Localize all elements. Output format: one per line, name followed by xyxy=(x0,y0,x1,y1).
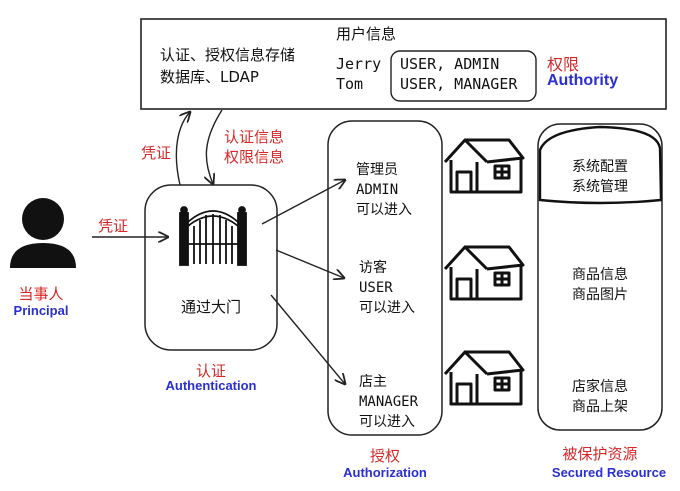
house-icon xyxy=(443,245,525,301)
to-user-arrow xyxy=(275,249,344,278)
role-action: 可以进入 xyxy=(359,414,415,430)
credential-up-arrow xyxy=(175,112,190,186)
authentication-box xyxy=(144,184,278,351)
resource-item-admin: 系统配置 系统管理 xyxy=(538,157,662,197)
resource-line: 系统管理 xyxy=(572,179,628,195)
credential-up-label: 凭证 xyxy=(141,144,172,162)
user-name: Jerry xyxy=(336,55,382,73)
auth-info-down-arrow xyxy=(206,109,223,184)
gate-icon xyxy=(179,206,247,266)
user-role: USER, MANAGER xyxy=(400,75,518,93)
user-roles: USER, ADMIN USER, MANAGER xyxy=(400,54,517,94)
user-role: USER, ADMIN xyxy=(400,55,500,73)
user-name: Tom xyxy=(336,75,364,93)
resource-item-user: 商品信息 商品图片 xyxy=(538,265,662,305)
to-admin-arrow xyxy=(261,180,345,225)
resource-line: 店家信息 xyxy=(572,379,628,395)
role-cn: 店主 xyxy=(359,374,387,390)
house-icon xyxy=(443,138,525,194)
resource-line: 系统配置 xyxy=(572,159,628,175)
person-icon xyxy=(10,198,76,268)
storage-description-line2: 数据库、LDAP xyxy=(160,68,259,86)
resource-item-manager: 店家信息 商品上架 xyxy=(538,377,662,417)
authentication-label-cn: 认证 xyxy=(195,362,226,380)
authorization-entry-manager: 店主 MANAGER 可以进入 xyxy=(359,372,418,432)
user-info-title: 用户信息 xyxy=(336,25,397,43)
resource-label-cn: 被保护资源 xyxy=(562,445,638,463)
resource-line: 商品上架 xyxy=(572,399,628,415)
auth-info-line2: 权限信息 xyxy=(224,148,285,166)
to-manager-arrow xyxy=(270,294,345,384)
authorization-entry-admin: 管理员 ADMIN 可以进入 xyxy=(356,160,412,220)
authorization-label-en: Authorization xyxy=(343,465,427,480)
storage-description-line1: 认证、授权信息存储 xyxy=(160,46,296,64)
authentication-label-en: Authentication xyxy=(165,378,257,393)
principal-label-cn: 当事人 xyxy=(18,285,64,303)
role-action: 可以进入 xyxy=(359,300,415,316)
role-cn: 访客 xyxy=(359,260,387,276)
auth-info-label: 认证信息 权限信息 xyxy=(224,127,284,167)
house-icon xyxy=(443,350,525,406)
auth-info-line1: 认证信息 xyxy=(224,128,285,146)
storage-description: 认证、授权信息存储 数据库、LDAP xyxy=(160,44,295,88)
role-en: ADMIN xyxy=(356,182,399,198)
role-cn: 管理员 xyxy=(356,162,398,178)
resource-line: 商品信息 xyxy=(572,267,628,283)
resource-label-en: Secured Resource xyxy=(551,465,667,480)
authority-label-cn: 权限 xyxy=(547,55,580,74)
role-en: USER xyxy=(359,280,393,296)
authority-label-en: Authority xyxy=(547,72,619,89)
authorization-label-cn: 授权 xyxy=(369,447,400,465)
resource-line: 商品图片 xyxy=(572,287,628,303)
authorization-entry-user: 访客 USER 可以进入 xyxy=(359,258,415,318)
principal-credential-label: 凭证 xyxy=(98,217,129,235)
role-action: 可以进入 xyxy=(356,202,412,218)
user-names: Jerry Tom xyxy=(336,54,381,94)
principal-label-en: Principal xyxy=(13,303,69,318)
role-en: MANAGER xyxy=(359,394,419,410)
gate-caption: 通过大门 xyxy=(180,298,241,316)
